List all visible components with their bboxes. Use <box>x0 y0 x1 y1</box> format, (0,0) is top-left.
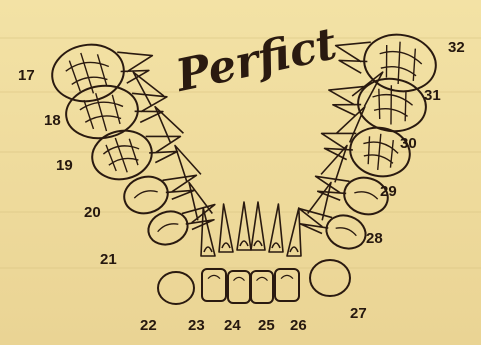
tooth-number-label: 17 <box>18 67 35 84</box>
tooth-number-label: 30 <box>400 135 417 152</box>
tooth-number-label: 31 <box>424 87 441 104</box>
tooth-number-label: 26 <box>290 317 307 334</box>
tooth-number-label: 18 <box>44 112 61 129</box>
tooth-number-label: 28 <box>366 230 383 247</box>
tooth-number-label: 22 <box>140 317 157 334</box>
tooth-number-label: 19 <box>56 157 73 174</box>
tooth-number-label: 29 <box>380 183 397 200</box>
tooth-number-label: 24 <box>224 317 241 334</box>
tooth-number-label: 23 <box>188 317 205 334</box>
tooth-number-label: 32 <box>448 39 465 56</box>
tooth-number-label: 27 <box>350 305 367 322</box>
tooth-number-label: 20 <box>84 204 101 221</box>
tooth-number-label: 21 <box>100 251 117 268</box>
tooth-number-label: 25 <box>258 317 275 334</box>
